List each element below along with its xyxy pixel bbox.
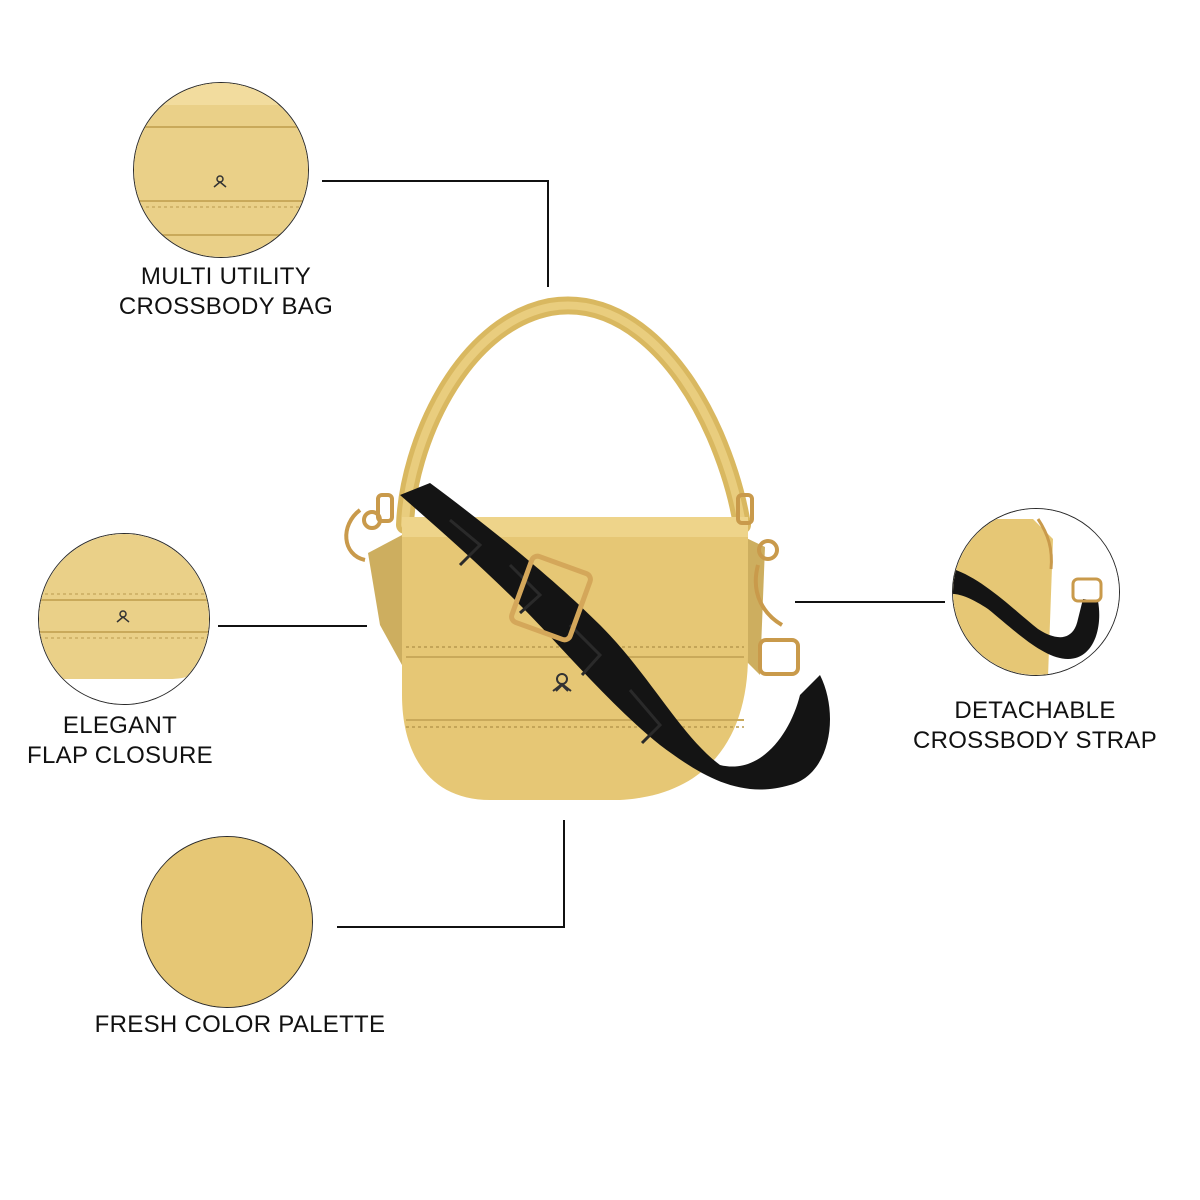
bag-top-handle <box>396 296 751 534</box>
left-clasp-icon <box>344 493 394 562</box>
caption-line1: ELEGANT <box>62 712 178 739</box>
caption-line2: FLAP CLOSURE <box>27 742 213 769</box>
caption-line1: MULTI UTILITY <box>140 263 312 290</box>
caption-color-palette: FRESH COLOR PALETTE <box>80 1010 400 1040</box>
leader-line-color-palette <box>337 820 565 928</box>
color-swatch-icon <box>142 837 312 1007</box>
caption-line1: DETACHABLE <box>954 697 1116 724</box>
callout-circle-crossbody-strap <box>952 508 1120 676</box>
bag-flap-logo-closeup-icon <box>39 534 209 704</box>
caption-line2: CROSSBODY STRAP <box>912 727 1158 754</box>
handbag-product-image <box>344 296 830 800</box>
strap-closeup-icon <box>953 509 1119 675</box>
caption-crossbody-strap: DETACHABLE CROSSBODY STRAP <box>900 696 1170 756</box>
caption-line1: FRESH COLOR PALETTE <box>94 1011 386 1038</box>
bag-flap-closeup-icon <box>134 83 308 257</box>
caption-line2: CROSSBODY BAG <box>118 293 334 320</box>
callout-circle-color-palette <box>141 836 313 1008</box>
leader-line-multi-utility <box>322 180 549 287</box>
caption-flap-closure: ELEGANT FLAP CLOSURE <box>10 711 230 771</box>
brand-logo-icon <box>552 673 572 692</box>
strap-buckle-icon <box>509 553 593 643</box>
callout-circle-flap-closure <box>38 533 210 705</box>
caption-multi-utility: MULTI UTILITY CROSSBODY BAG <box>100 262 352 322</box>
right-clasp-icon <box>736 493 800 676</box>
callout-circle-multi-utility <box>133 82 309 258</box>
crossbody-strap <box>400 483 830 790</box>
